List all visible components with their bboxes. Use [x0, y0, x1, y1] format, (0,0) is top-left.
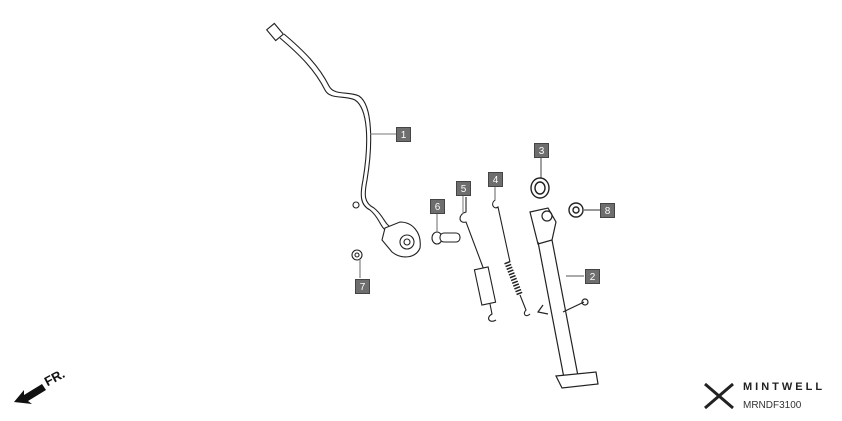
washer-drawing [530, 158, 550, 199]
switch-harness-drawing [265, 22, 421, 258]
callout-6[interactable]: 6 [430, 199, 445, 214]
callout-5[interactable]: 5 [456, 181, 471, 196]
callout-1[interactable]: 1 [396, 127, 411, 142]
switch-bolt-drawing [351, 249, 363, 278]
front-arrow-icon [14, 384, 46, 404]
callout-8[interactable]: 8 [600, 203, 615, 218]
callout-4[interactable]: 4 [488, 172, 503, 187]
side-stand-drawing [529, 207, 599, 389]
pivot-bolt-drawing [431, 214, 461, 245]
callout-2[interactable]: 2 [585, 269, 600, 284]
front-direction-indicator: FR. [12, 366, 82, 408]
brand-name: MINTWELL [743, 381, 826, 393]
callout-3[interactable]: 3 [534, 143, 549, 158]
outer-spring-drawing [459, 197, 497, 322]
leader-lines [370, 133, 496, 214]
brand-logo-icon [704, 382, 734, 410]
lock-nut-drawing [568, 202, 600, 218]
inner-spring-drawing [492, 188, 531, 317]
brand-block: MINTWELL MRNDF3100 [703, 380, 833, 414]
diagram-code: MRNDF3100 [743, 400, 802, 411]
callout-7[interactable]: 7 [355, 279, 370, 294]
